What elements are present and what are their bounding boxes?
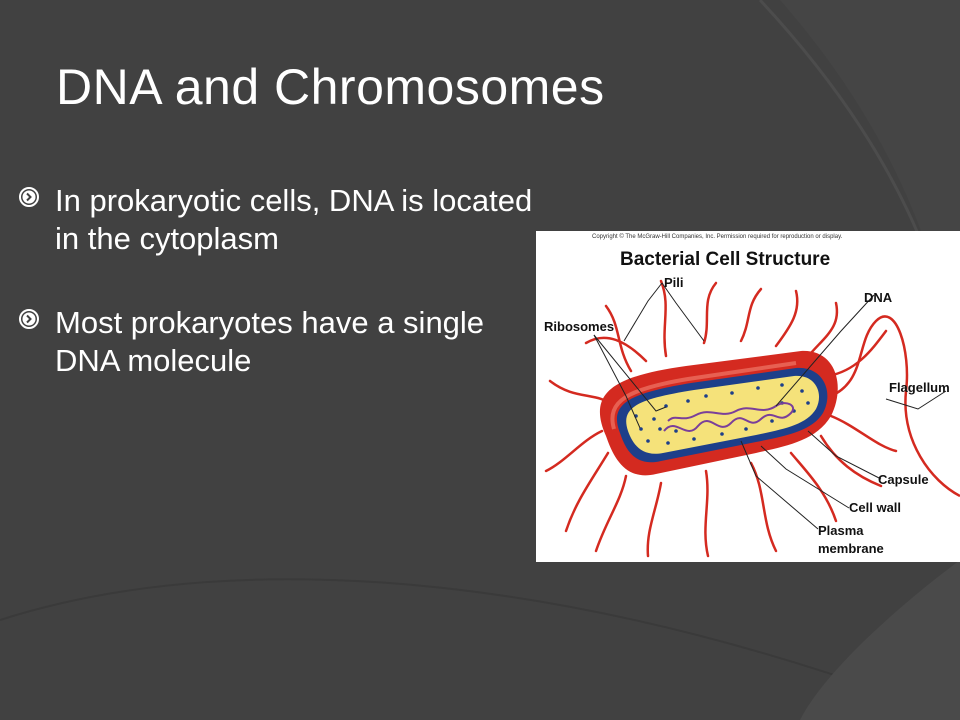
label-plasma: Plasma — [818, 523, 864, 538]
circled-chevron-icon — [19, 309, 39, 329]
cytoplasm — [626, 375, 820, 454]
slide-title: DNA and Chromosomes — [56, 59, 605, 115]
label-cell-wall: Cell wall — [849, 500, 901, 515]
label-dna: DNA — [864, 290, 893, 305]
label-capsule: Capsule — [878, 472, 929, 487]
bullet-item: In prokaryotic cells, DNA is located in … — [18, 182, 538, 258]
dna-strand — [663, 402, 795, 432]
circled-chevron-icon — [19, 187, 39, 207]
label-ribosomes: Ribosomes — [544, 319, 614, 334]
bullet-text: In prokaryotic cells, DNA is located in … — [55, 183, 533, 256]
leader-lines — [593, 282, 947, 530]
pili-strands — [544, 279, 898, 558]
bullet-list: In prokaryotic cells, DNA is located in … — [18, 182, 538, 426]
bullet-text: Most prokaryotes have a single DNA molec… — [55, 305, 485, 378]
bullet-item: Most prokaryotes have a single DNA molec… — [18, 304, 538, 380]
label-flagellum: Flagellum — [889, 380, 950, 395]
ribosome-dots — [634, 383, 810, 445]
label-membrane: membrane — [818, 541, 884, 556]
bacterial-cell-diagram: Copyright © The McGraw-Hill Companies, I… — [536, 231, 960, 562]
copyright-notice: Copyright © The McGraw-Hill Companies, I… — [592, 233, 843, 240]
label-pili: Pili — [664, 275, 684, 290]
flagellum — [830, 315, 960, 498]
figure-title: Bacterial Cell Structure — [620, 249, 830, 270]
